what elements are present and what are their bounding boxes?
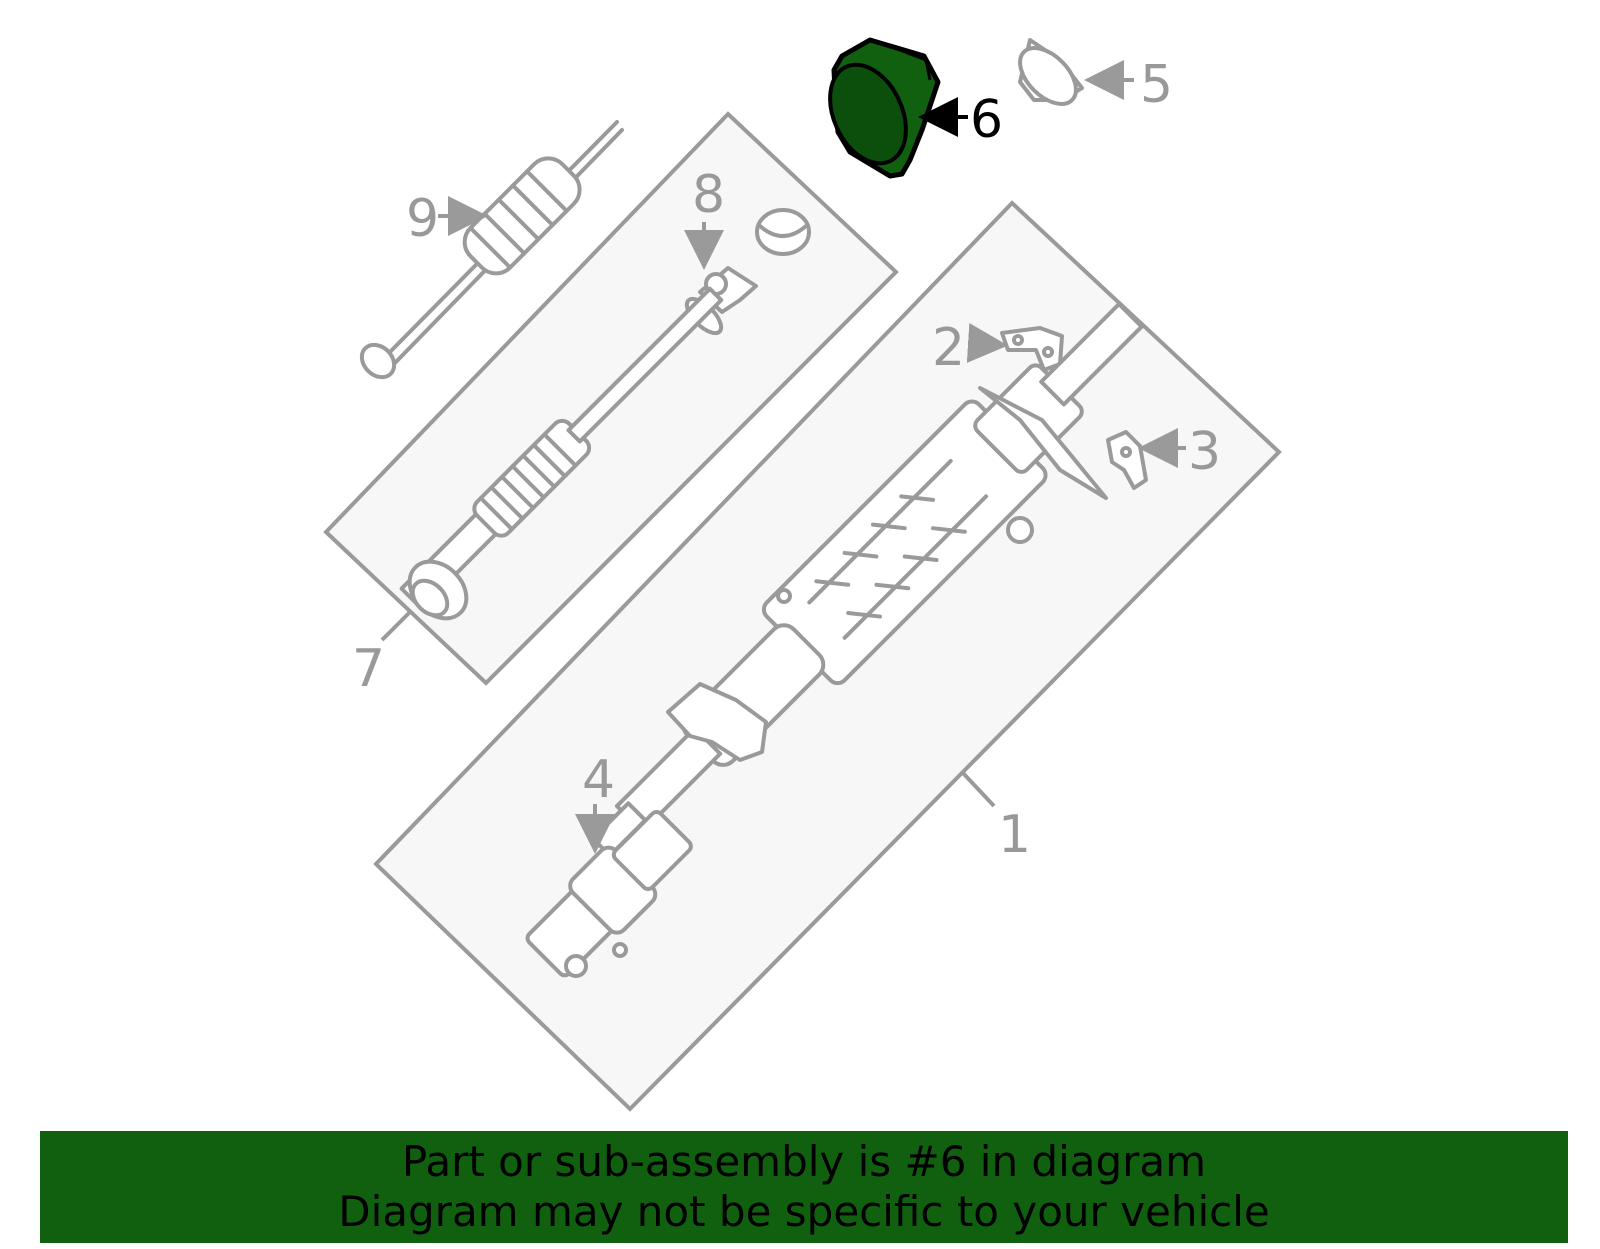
part-9-tie-rod-boot: [359, 120, 624, 380]
part-3-bracket: [1106, 430, 1148, 490]
leader-7: [380, 610, 412, 642]
part-7-intermediate-shaft: [399, 286, 724, 621]
part-1-steering-column: [590, 302, 1144, 858]
info-banner: Part or sub-assembly is #6 in diagram Di…: [40, 1131, 1568, 1243]
callout-3: 3: [1188, 422, 1221, 482]
part-5-bushing: [1018, 38, 1084, 106]
callout-9: 9: [406, 189, 439, 249]
banner-line-1: Part or sub-assembly is #6 in diagram: [401, 1137, 1207, 1186]
callout-2: 2: [932, 318, 965, 378]
leader-2: [966, 323, 1008, 363]
callout-1: 1: [998, 805, 1031, 865]
callout-4: 4: [582, 750, 615, 810]
callout-8: 8: [692, 165, 725, 225]
callout-6: 6: [970, 90, 1003, 150]
callout-7: 7: [352, 639, 385, 699]
banner-line-2: Diagram may not be specific to your vehi…: [338, 1187, 1270, 1236]
part-6-housing-highlighted: [828, 37, 941, 179]
part-4-universal-joint: [525, 809, 693, 978]
part-2-bracket: [1000, 326, 1064, 372]
leader-1: [960, 770, 996, 808]
callout-5: 5: [1140, 55, 1173, 115]
